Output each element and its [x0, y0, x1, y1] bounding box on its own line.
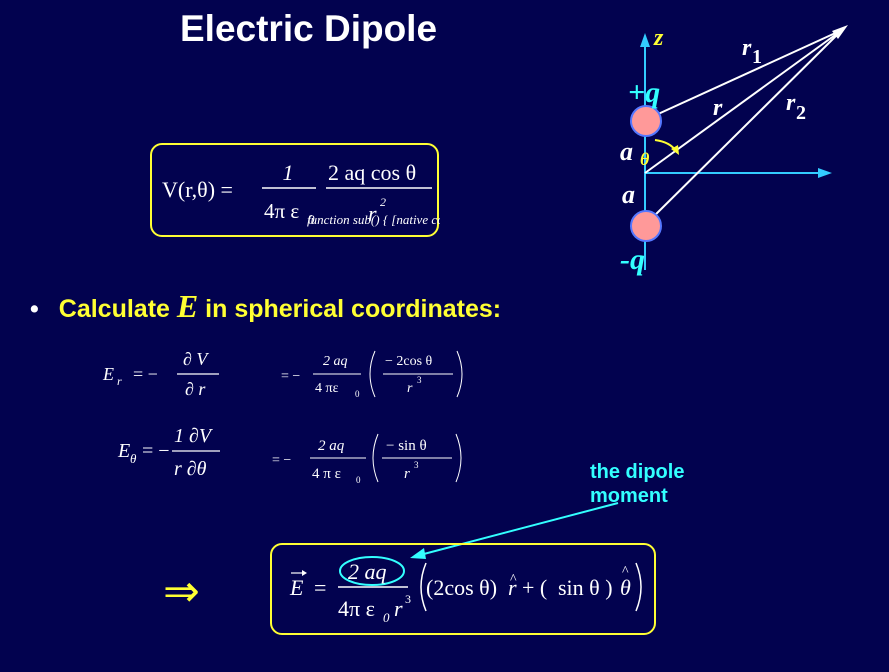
annotation-pointer	[410, 502, 619, 559]
bullet-instruction: • Calculate E in spherical coordinates:	[30, 288, 501, 325]
potential-num2: 2 aq cos θ	[328, 160, 416, 185]
implies-symbol: ⇒	[163, 566, 200, 617]
final-body-2: sin θ )	[558, 575, 613, 600]
etheta-eq1: = −	[142, 440, 170, 462]
etheta-equation: E θ = − 1 ∂V r ∂θ = − 2 aq 4 π ε 0 − sin…	[117, 425, 462, 485]
er-den1: ∂ r	[185, 379, 206, 399]
field-point-line-r2	[644, 29, 843, 226]
bullet-text-post: in spherical coordinates:	[198, 295, 502, 323]
theta-angle-arrowhead	[671, 145, 679, 155]
er-num1: ∂ V	[183, 349, 209, 369]
final-vector-arrowhead	[302, 570, 307, 576]
er-lhs-sub: r	[117, 374, 122, 388]
etheta-left-paren	[372, 433, 379, 483]
distance-label-bottom: a	[622, 180, 635, 209]
field-point-line-r1	[644, 29, 843, 121]
etheta-den3-sup: 3	[414, 460, 419, 470]
er-left-paren	[369, 350, 376, 398]
er-eq1: = −	[133, 364, 158, 384]
etheta-eq2: = −	[272, 453, 291, 468]
final-thetahat: θ	[620, 575, 631, 600]
potential-equation-box	[150, 143, 439, 237]
final-equation: E = 2 aq 4π ε 0 r 3 (2cos θ) r ^ + ( sin…	[289, 556, 642, 625]
potential-den1-sub: function sub() { [native code] }	[307, 212, 440, 227]
final-den-sub: 0	[383, 610, 390, 625]
potential-equation: V(r,θ) = 1 4π ε function sub() { [native…	[162, 160, 440, 227]
final-num: 2 aq	[348, 559, 387, 584]
dipole-moment-annotation: the dipole moment	[590, 460, 684, 508]
final-lhs: E	[289, 575, 304, 600]
er-lhs: E	[102, 364, 114, 384]
z-axis-label: z	[653, 25, 664, 51]
z-axis-arrowhead	[640, 33, 650, 47]
etheta-right-paren	[455, 433, 462, 483]
potential-den1-sub-text: 0	[308, 212, 315, 227]
final-den: 4π ε	[338, 596, 375, 621]
final-thetahat-caret: ^	[622, 564, 629, 579]
etheta-num3: − sin θ	[386, 438, 427, 454]
final-outer-left-paren	[420, 562, 427, 612]
er-right-paren	[456, 350, 463, 398]
final-den-sup: 3	[405, 592, 411, 606]
slide-title: Electric Dipole	[180, 8, 438, 49]
er-den3-sup: 3	[417, 375, 422, 385]
final-eq: =	[314, 575, 326, 600]
dipole-moment-highlight	[339, 556, 405, 586]
etheta-lhs-sub: θ	[130, 451, 137, 466]
er-eq2: = −	[281, 369, 300, 384]
er-num2: 2 aq	[323, 354, 348, 369]
minus-charge-label: -q	[620, 243, 645, 276]
final-plus: + (	[522, 575, 547, 600]
er-den2: 4 πε	[315, 381, 339, 396]
final-outer-right-paren	[635, 562, 642, 612]
er-equation: E r = − ∂ V ∂ r = − 2 aq 4 πε 0 − 2cos θ…	[102, 349, 463, 399]
distance-label-top: a	[620, 137, 633, 166]
r1-label: r	[742, 35, 752, 61]
theta-label: θ	[640, 149, 650, 169]
bullet-marker: •	[30, 295, 39, 323]
etheta-num2: 2 aq	[318, 438, 345, 454]
final-equation-box	[270, 543, 656, 635]
potential-den2-sup: 2	[380, 195, 386, 209]
final-rhat: r	[508, 575, 517, 600]
final-den-r: r	[394, 596, 403, 621]
etheta-den1: r ∂θ	[174, 458, 207, 480]
field-point-arrowhead	[832, 25, 848, 39]
annotation-line-1: the dipole	[590, 461, 685, 483]
final-body-1: (2cos θ)	[426, 575, 497, 600]
etheta-den2: 4 π ε	[312, 466, 341, 482]
etheta-den3: r	[404, 466, 410, 482]
etheta-den2-sub: 0	[356, 475, 361, 485]
r2-subscript: 2	[796, 102, 806, 124]
bullet-text-pre: Calculate	[58, 295, 177, 323]
r2-label: r	[786, 90, 796, 116]
final-rhat-caret: ^	[510, 572, 517, 587]
etheta-lhs: E	[117, 440, 130, 462]
bullet-text-E: E	[176, 288, 199, 324]
annotation-line-2: moment	[590, 485, 668, 507]
potential-den1: 4π ε	[264, 199, 299, 223]
potential-den2: r	[368, 201, 377, 226]
negative-charge	[630, 210, 662, 242]
potential-num1: 1	[283, 160, 294, 185]
dipole-diagram: z +q -q a a θ r r 1 r 2	[620, 25, 848, 276]
er-den3: r	[407, 381, 413, 396]
r-label: r	[713, 95, 723, 121]
positive-charge	[630, 105, 662, 137]
annotation-arrowhead	[410, 548, 426, 559]
annotation-arrow-line	[419, 502, 619, 556]
r1-subscript: 1	[752, 46, 762, 68]
er-num3: − 2cos θ	[385, 354, 433, 369]
er-den2-sub: 0	[355, 389, 360, 399]
plus-charge-label: +q	[628, 76, 660, 109]
potential-lhs: V(r,θ) =	[162, 177, 233, 202]
etheta-num1: 1 ∂V	[174, 425, 214, 447]
horizontal-axis-arrowhead	[818, 168, 832, 178]
